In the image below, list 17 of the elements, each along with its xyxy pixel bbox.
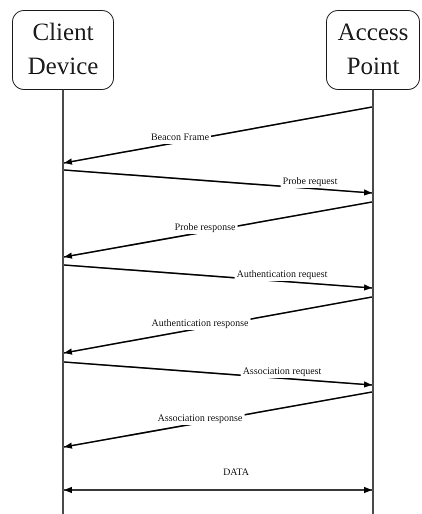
edge-label: Probe request <box>280 176 340 188</box>
lifeline <box>62 90 64 514</box>
message-arrow <box>64 486 372 494</box>
edge-label: Authentication response <box>150 318 250 330</box>
edge-label: Authentication request <box>234 269 330 282</box>
edge-label: Probe response <box>172 222 238 234</box>
lifeline <box>372 90 374 514</box>
message-arrow <box>64 169 372 196</box>
edge-label: Beacon Frame <box>148 132 212 144</box>
edge-label: Association request <box>240 366 324 378</box>
message-arrow <box>64 361 372 388</box>
participant-box <box>12 10 114 90</box>
participant-name: Client Device <box>26 18 100 82</box>
participant-name: Access Point <box>336 18 410 82</box>
participant-box <box>326 10 420 90</box>
edge-label: Association response <box>156 412 244 425</box>
message-arrow <box>64 264 372 291</box>
